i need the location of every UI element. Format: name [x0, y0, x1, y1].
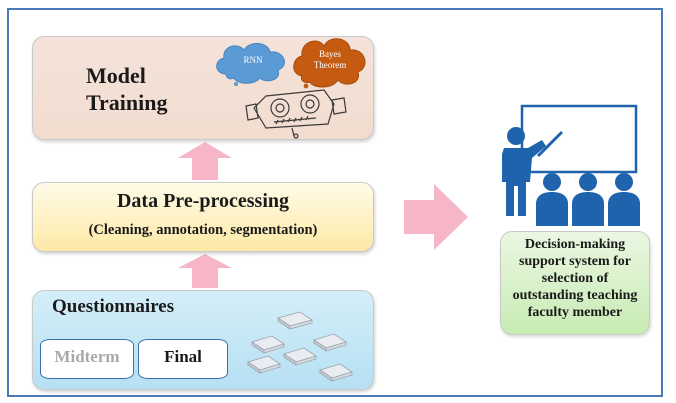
preprocessing-subtitle: (Cleaning, annotation, segmentation) — [88, 222, 318, 238]
decision-line-1: Decision-making — [524, 237, 626, 252]
preprocessing-box — [32, 182, 374, 252]
preprocessing-title: Data Pre-processing — [116, 190, 289, 212]
audience-icon — [536, 173, 640, 226]
decision-line-2: support system for — [519, 254, 631, 269]
decision-support-box: Decision-making support system for selec… — [500, 231, 650, 335]
up-arrow-lower — [178, 254, 232, 288]
robot-icon — [245, 89, 347, 139]
bayes-cloud-line1: Bayes — [319, 49, 341, 59]
model-training-title: Model Training — [86, 62, 168, 116]
bayes-cloud-line2: Theorem — [313, 60, 347, 70]
model-training-title-line2: Training — [86, 90, 168, 115]
right-arrow — [404, 184, 468, 250]
bayes-cloud-label: Bayes Theorem — [290, 49, 370, 71]
questionnaires-title: Questionnaires — [52, 296, 175, 317]
final-cylinder: Final — [138, 339, 228, 379]
decision-line-4: outstanding teaching — [512, 288, 638, 303]
rnn-cloud-icon — [216, 43, 285, 86]
decision-line-5: faculty member — [527, 305, 623, 320]
decision-line-3: selection of — [541, 271, 609, 286]
model-training-title-line1: Model — [86, 63, 146, 88]
paper-sheets-icon — [247, 311, 353, 382]
rnn-cloud-label: RNN — [243, 55, 263, 65]
bayes-cloud-icon — [293, 38, 366, 89]
up-arrow-upper — [178, 142, 232, 180]
midterm-cylinder: Midterm — [40, 339, 134, 379]
teacher-icon — [502, 104, 638, 216]
